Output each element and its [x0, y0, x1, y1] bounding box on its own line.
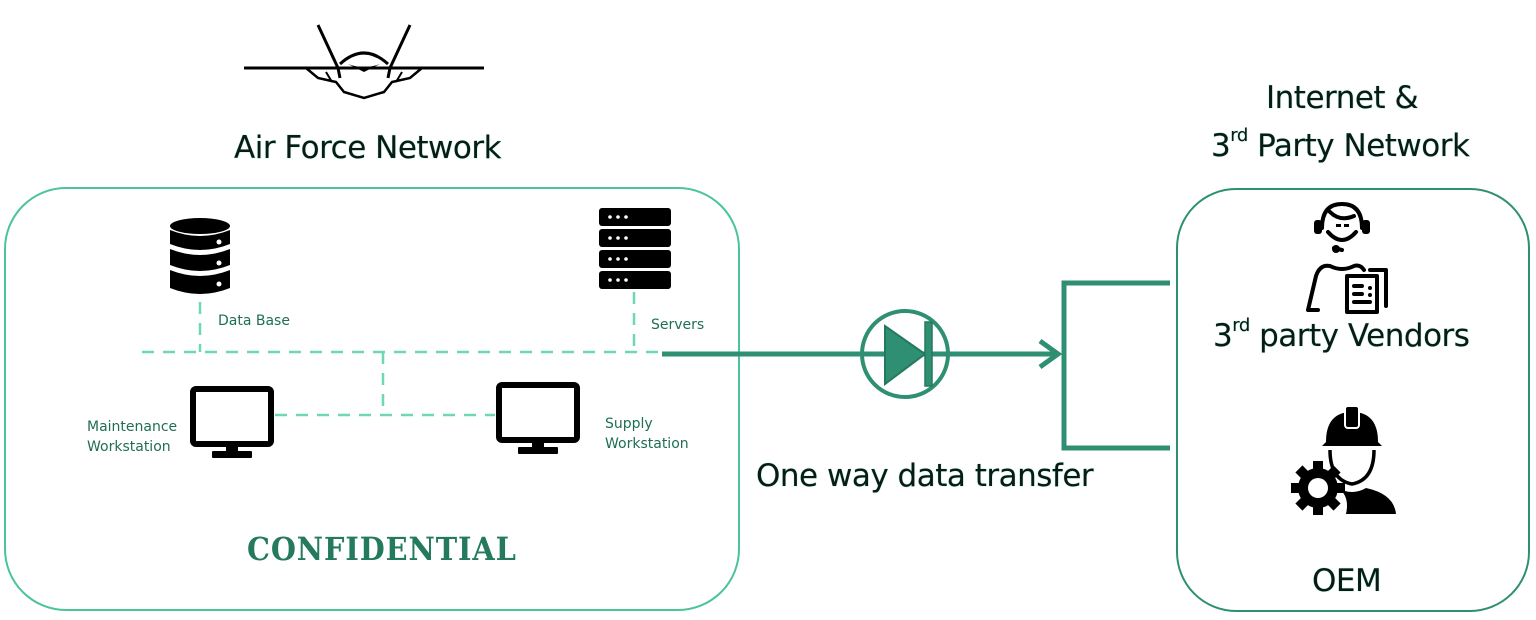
maintenance-label-line2: Workstation — [87, 439, 171, 455]
confidential-watermark: CONFIDENTIAL — [247, 530, 517, 568]
arrow-head — [1038, 338, 1063, 370]
engineer-gear-icon — [1291, 405, 1396, 515]
supply-label-line1: Supply — [605, 416, 653, 432]
database-label: Data Base — [218, 313, 290, 329]
maintenance-monitor-icon — [190, 386, 274, 458]
fighter-jet-icon — [244, 24, 484, 100]
server-rack-icon — [599, 208, 671, 289]
supply-workstation-label: Supply Workstation — [605, 414, 689, 454]
support-agent-icon — [1306, 202, 1388, 314]
oem-label: OEM — [1312, 563, 1382, 599]
supply-label-line2: Workstation — [605, 436, 689, 452]
maintenance-label-line1: Maintenance — [87, 419, 178, 435]
left-network-title: Air Force Network — [234, 130, 502, 166]
supply-monitor-icon — [496, 382, 580, 454]
maintenance-workstation-label: Maintenance Workstation — [87, 417, 177, 457]
database-icon — [170, 218, 230, 294]
right-network-title-line1: Internet & — [1266, 80, 1419, 116]
right-network-title-line2: 3rd Party Network — [1211, 124, 1470, 164]
third-party-network-box — [1176, 188, 1530, 612]
diode-icon — [860, 309, 950, 399]
servers-label: Servers — [651, 317, 705, 333]
transfer-label: One way data transfer — [756, 458, 1094, 494]
air-force-network-box — [4, 187, 740, 611]
fan-out-bracket — [1061, 280, 1170, 451]
vendors-label: 3rd party Vendors — [1213, 314, 1470, 354]
